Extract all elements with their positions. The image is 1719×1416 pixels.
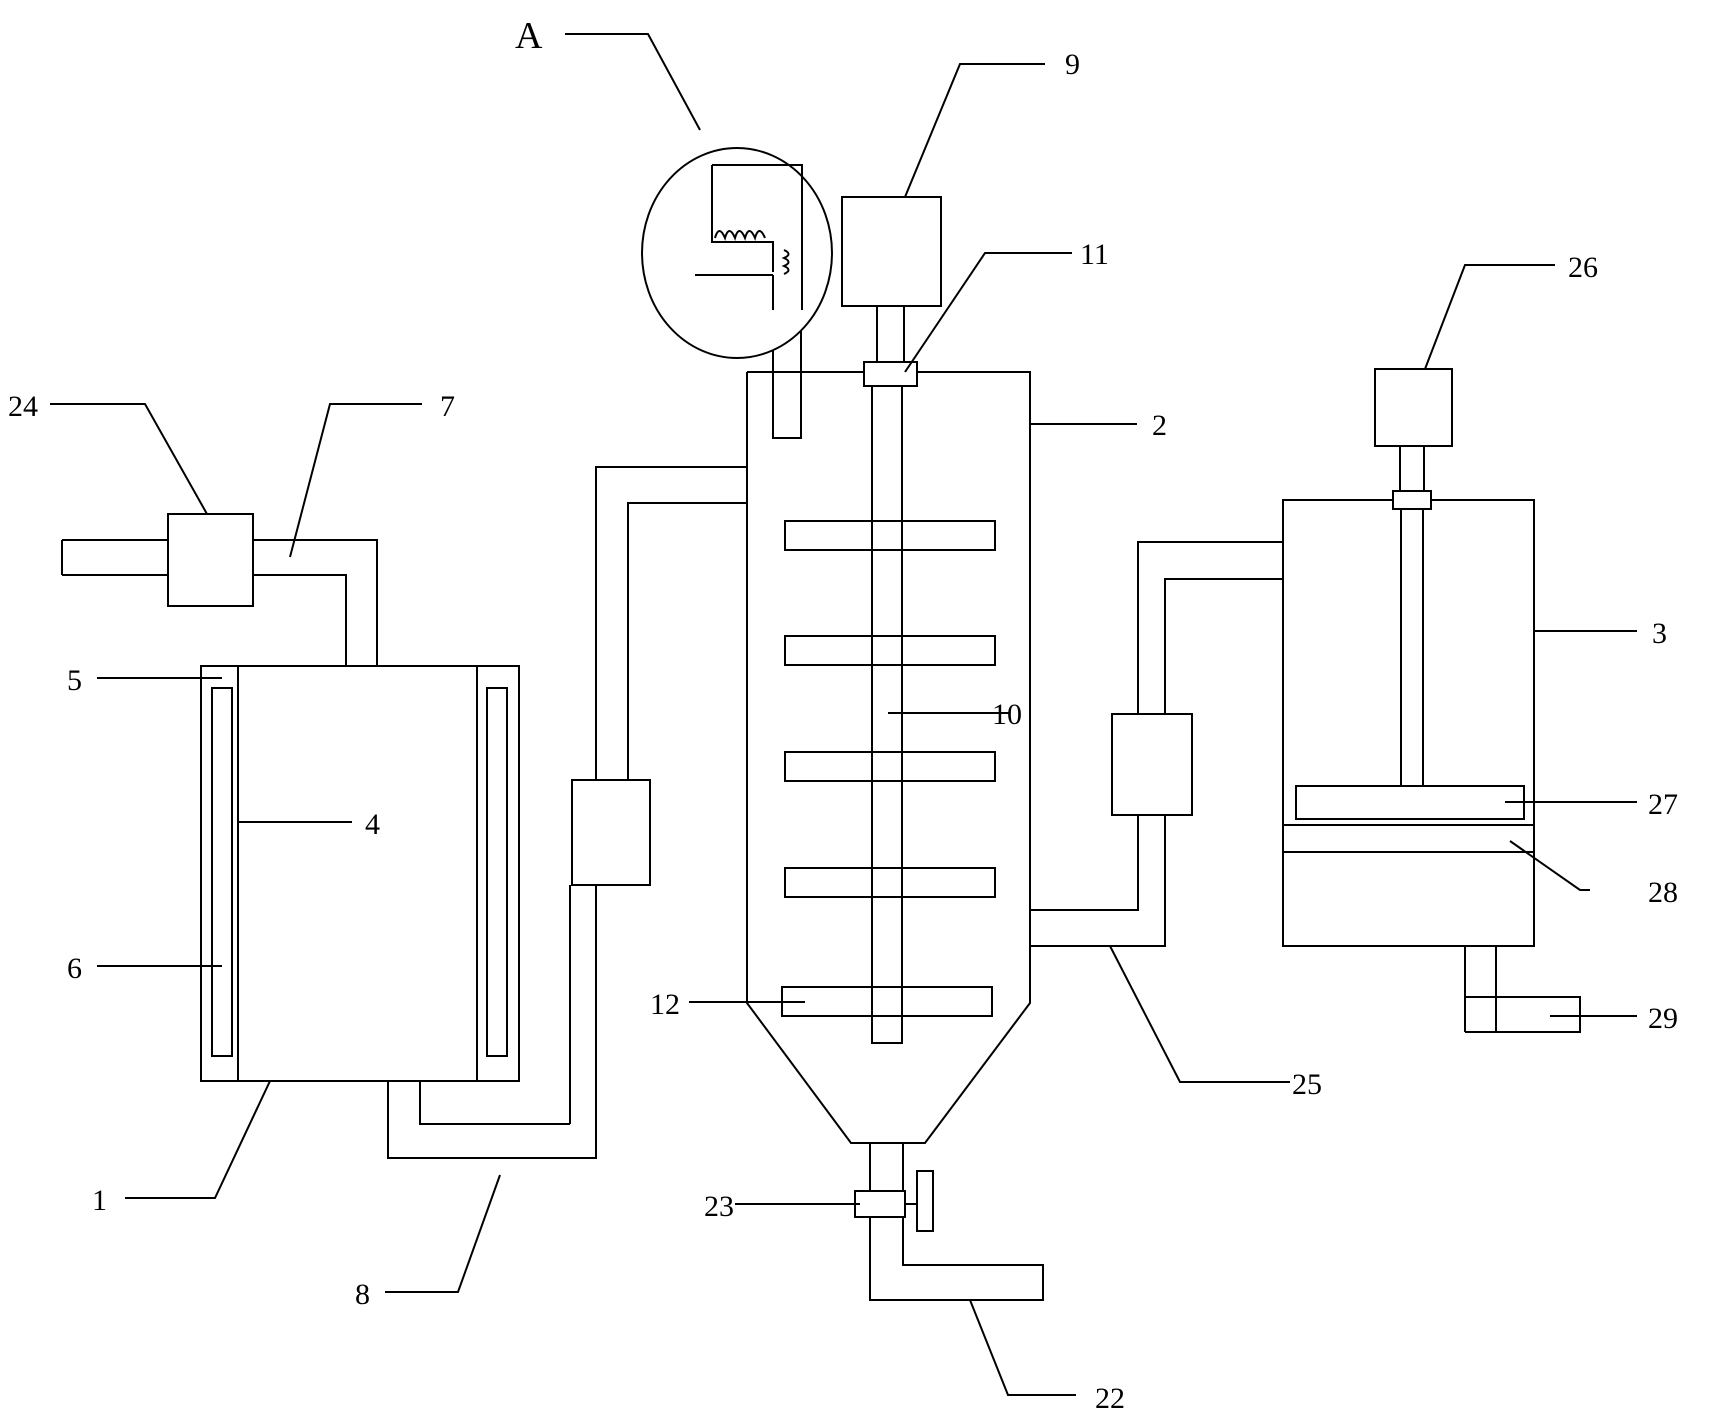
press-bearing <box>1392 490 1432 510</box>
press-plate <box>1295 785 1525 820</box>
label-A: A <box>515 15 543 57</box>
coil-spring-icon <box>714 230 766 241</box>
label-3: 3 <box>1652 617 1667 650</box>
transfer-pump <box>571 779 651 886</box>
label-10: 10 <box>992 698 1022 731</box>
reactor-outlet <box>854 1143 1044 1301</box>
press-motor <box>1374 368 1453 447</box>
label-27: 27 <box>1648 788 1678 821</box>
press-tank <box>1282 368 1581 1033</box>
label-12: 12 <box>650 988 680 1021</box>
label-9: 9 <box>1065 48 1080 81</box>
label-1: 1 <box>92 1184 107 1217</box>
label-24: 24 <box>8 390 38 423</box>
leader-lines <box>50 33 1637 1396</box>
label-5: 5 <box>67 664 82 697</box>
paddle-3 <box>784 751 996 782</box>
label-28: 28 <box>1648 876 1678 909</box>
label-29: 29 <box>1648 1002 1678 1035</box>
filter-pipe <box>1030 541 1283 947</box>
filter-pump <box>1111 713 1193 816</box>
label-23: 23 <box>704 1190 734 1223</box>
label-11: 11 <box>1080 238 1109 271</box>
label-7: 7 <box>440 390 455 423</box>
stirring-shaft <box>871 367 903 1044</box>
label-4: 4 <box>365 808 380 841</box>
label-25: 25 <box>1292 1068 1322 1101</box>
paddle-4 <box>784 867 996 898</box>
valve-handle <box>916 1170 934 1232</box>
motor <box>841 196 942 307</box>
transfer-pipe <box>387 466 747 1159</box>
label-8: 8 <box>355 1278 370 1311</box>
paddle-1 <box>784 520 996 551</box>
label-2: 2 <box>1152 409 1167 442</box>
labels: A 9 11 2 26 3 24 7 5 4 6 10 1 8 12 25 23… <box>8 15 1678 1415</box>
valve-body <box>854 1190 906 1218</box>
label-22: 22 <box>1095 1382 1125 1415</box>
right-heating-element <box>486 687 508 1057</box>
inlet-pipe <box>61 513 378 666</box>
left-tank <box>200 665 520 1082</box>
press-rod <box>1400 508 1424 787</box>
paddle-2 <box>784 635 996 666</box>
inlet-pump <box>167 513 254 607</box>
left-heating-element <box>211 687 233 1057</box>
label-26: 26 <box>1568 251 1598 284</box>
detail-A <box>641 147 833 359</box>
spring-icon <box>781 249 790 275</box>
paddle-5 <box>781 986 993 1017</box>
label-6: 6 <box>67 952 82 985</box>
